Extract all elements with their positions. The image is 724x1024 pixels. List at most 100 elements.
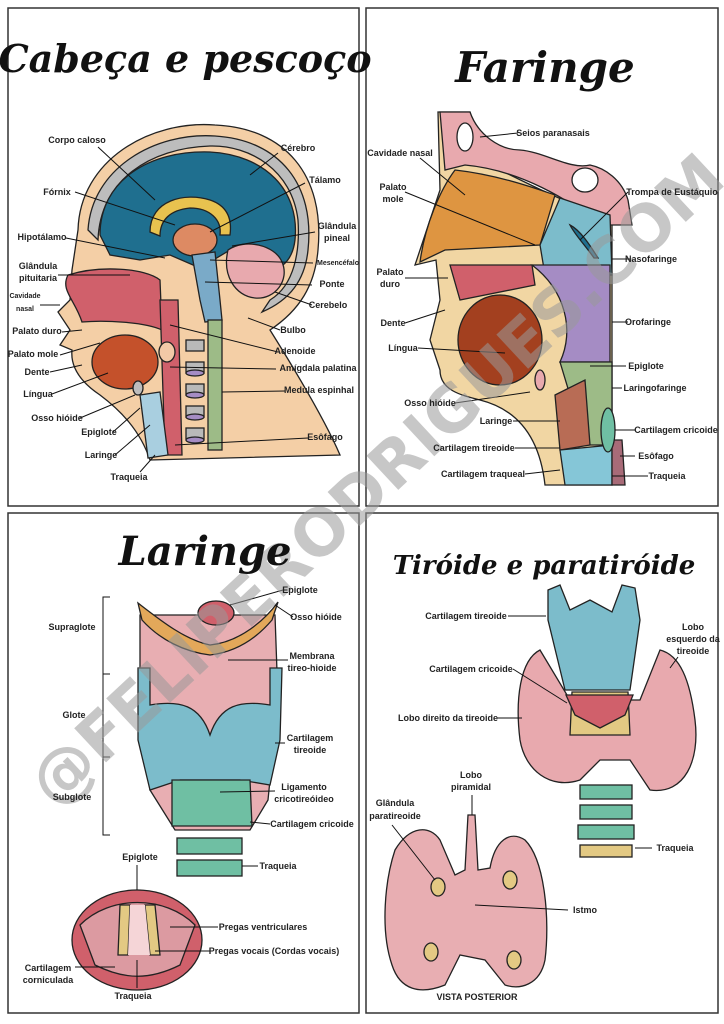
label: Epiglote <box>282 585 318 595</box>
label: Hipotálamo <box>17 232 67 242</box>
title-thyroid: Tiróide e paratiróide <box>393 551 696 581</box>
label: Adenoide <box>274 346 315 356</box>
label: Cartilagem <box>287 733 334 743</box>
label: piramidal <box>451 782 491 792</box>
label: Traqueia <box>656 843 694 853</box>
label: Cérebro <box>281 143 316 153</box>
label: Língua <box>388 343 418 353</box>
larynx-leader-lines <box>75 589 294 988</box>
label: Língua <box>23 389 53 399</box>
label: Osso hióide <box>290 612 342 622</box>
label: corniculada <box>23 975 75 985</box>
label: Pregas ventriculares <box>219 922 308 932</box>
label: Cavidade nasal <box>367 148 433 158</box>
label: Istmo <box>573 905 598 915</box>
title-pharynx: Faringe <box>454 43 634 92</box>
larynx-labels: Epiglote Osso hióide Supraglote Membrana… <box>23 585 354 1001</box>
head-leader-lines <box>40 146 316 473</box>
title-larynx: Laringe <box>118 528 292 575</box>
panel-frame-thyroid <box>365 512 719 1014</box>
label: nasal <box>16 306 34 313</box>
label: Laringofaringe <box>623 383 686 393</box>
label: Epiglote <box>122 852 158 862</box>
label: Subglote <box>53 792 92 802</box>
label: tireoide <box>677 646 710 656</box>
label: duro <box>380 279 400 289</box>
label: Ligamento <box>281 782 327 792</box>
label: Cartilagem cricoide <box>270 819 354 829</box>
title-head-neck: Cabeça e pescoço <box>0 36 372 81</box>
label: Osso hióide <box>404 398 456 408</box>
label: Amígdala palatina <box>279 363 357 373</box>
label: paratireoide <box>369 811 421 821</box>
head-section-illustration <box>57 123 341 461</box>
panel-frame-larynx <box>7 512 360 1014</box>
label: Palato duro <box>12 326 62 336</box>
pharynx-leader-lines <box>404 132 648 477</box>
label: Cartilagem cricoide <box>429 664 513 674</box>
larynx-superior-view-illustration <box>71 889 203 991</box>
label: Corpo caloso <box>48 135 106 145</box>
label: Esôfago <box>638 451 674 461</box>
label: cricotireóideo <box>274 794 334 804</box>
label: tireo-hioide <box>288 663 337 673</box>
larynx-anterior-illustration <box>102 596 283 877</box>
label: Fórnix <box>43 187 71 197</box>
label: Traqueia <box>259 861 297 871</box>
thyroid-labels: Cartilagem tireoide Lobo esquerdo da tir… <box>369 611 721 1002</box>
label: Cartilagem <box>25 963 72 973</box>
panel-frame-head <box>7 7 360 507</box>
label: Glândula <box>19 261 58 271</box>
label: Nasofaringe <box>625 254 677 264</box>
label: Palato mole <box>8 349 59 359</box>
label: Cerebelo <box>309 300 348 310</box>
label: Orofaringe <box>625 317 671 327</box>
thyroid-anterior-illustration <box>517 584 697 858</box>
label: Cartilagem traqueal <box>441 469 525 479</box>
head-labels: Corpo caloso Cérebro Fórnix Tálamo Hipot… <box>8 135 359 482</box>
label: Ponte <box>319 279 344 289</box>
label: Cartilagem tireoide <box>425 611 507 621</box>
label: Mesencéfalo <box>317 260 359 267</box>
panel-frame-pharynx <box>365 7 719 507</box>
label: Epiglote <box>628 361 664 371</box>
label: Traqueia <box>110 472 148 482</box>
label: Seios paranasais <box>516 128 590 138</box>
label: Supraglote <box>48 622 95 632</box>
label: Membrana <box>289 651 335 661</box>
label: Lobo direito da tireoide <box>398 713 498 723</box>
label: Palato <box>376 267 404 277</box>
label: Esôfago <box>307 432 343 442</box>
label: Dente <box>24 367 49 377</box>
label: Traqueia <box>114 991 152 1001</box>
label: Glote <box>62 710 85 720</box>
thyroid-posterior-illustration <box>384 814 548 991</box>
label: esquerdo da <box>666 634 721 644</box>
label: Glândula <box>318 221 357 231</box>
label: Pregas vocais (Cordas vocais) <box>209 946 340 956</box>
label: Epiglote <box>81 427 117 437</box>
label: Palato <box>379 182 407 192</box>
label: Medula espinhal <box>284 385 354 395</box>
label: Dente <box>380 318 405 328</box>
label: VISTA POSTERIOR <box>436 992 518 1002</box>
label: Laringe <box>480 416 513 426</box>
label: Glândula <box>376 798 415 808</box>
label: Lobo <box>682 622 704 632</box>
label: Traqueia <box>648 471 686 481</box>
label: Tálamo <box>309 175 341 185</box>
label: Laringe <box>85 450 118 460</box>
thyroid-leader-lines <box>391 615 679 911</box>
label: tireoide <box>294 745 327 755</box>
label: Cartilagem tireoide <box>433 443 515 453</box>
label: mole <box>382 194 403 204</box>
label: Cavidade <box>9 293 40 300</box>
label: Osso hióide <box>31 413 83 423</box>
label: pineal <box>324 233 350 243</box>
label: Cartilagem cricoide <box>634 425 718 435</box>
label: Bulbo <box>280 325 306 335</box>
label: Lobo <box>460 770 482 780</box>
label: pituitaria <box>19 273 58 283</box>
pharynx-labels: Seios paranasais Cavidade nasal Palato m… <box>367 128 718 481</box>
